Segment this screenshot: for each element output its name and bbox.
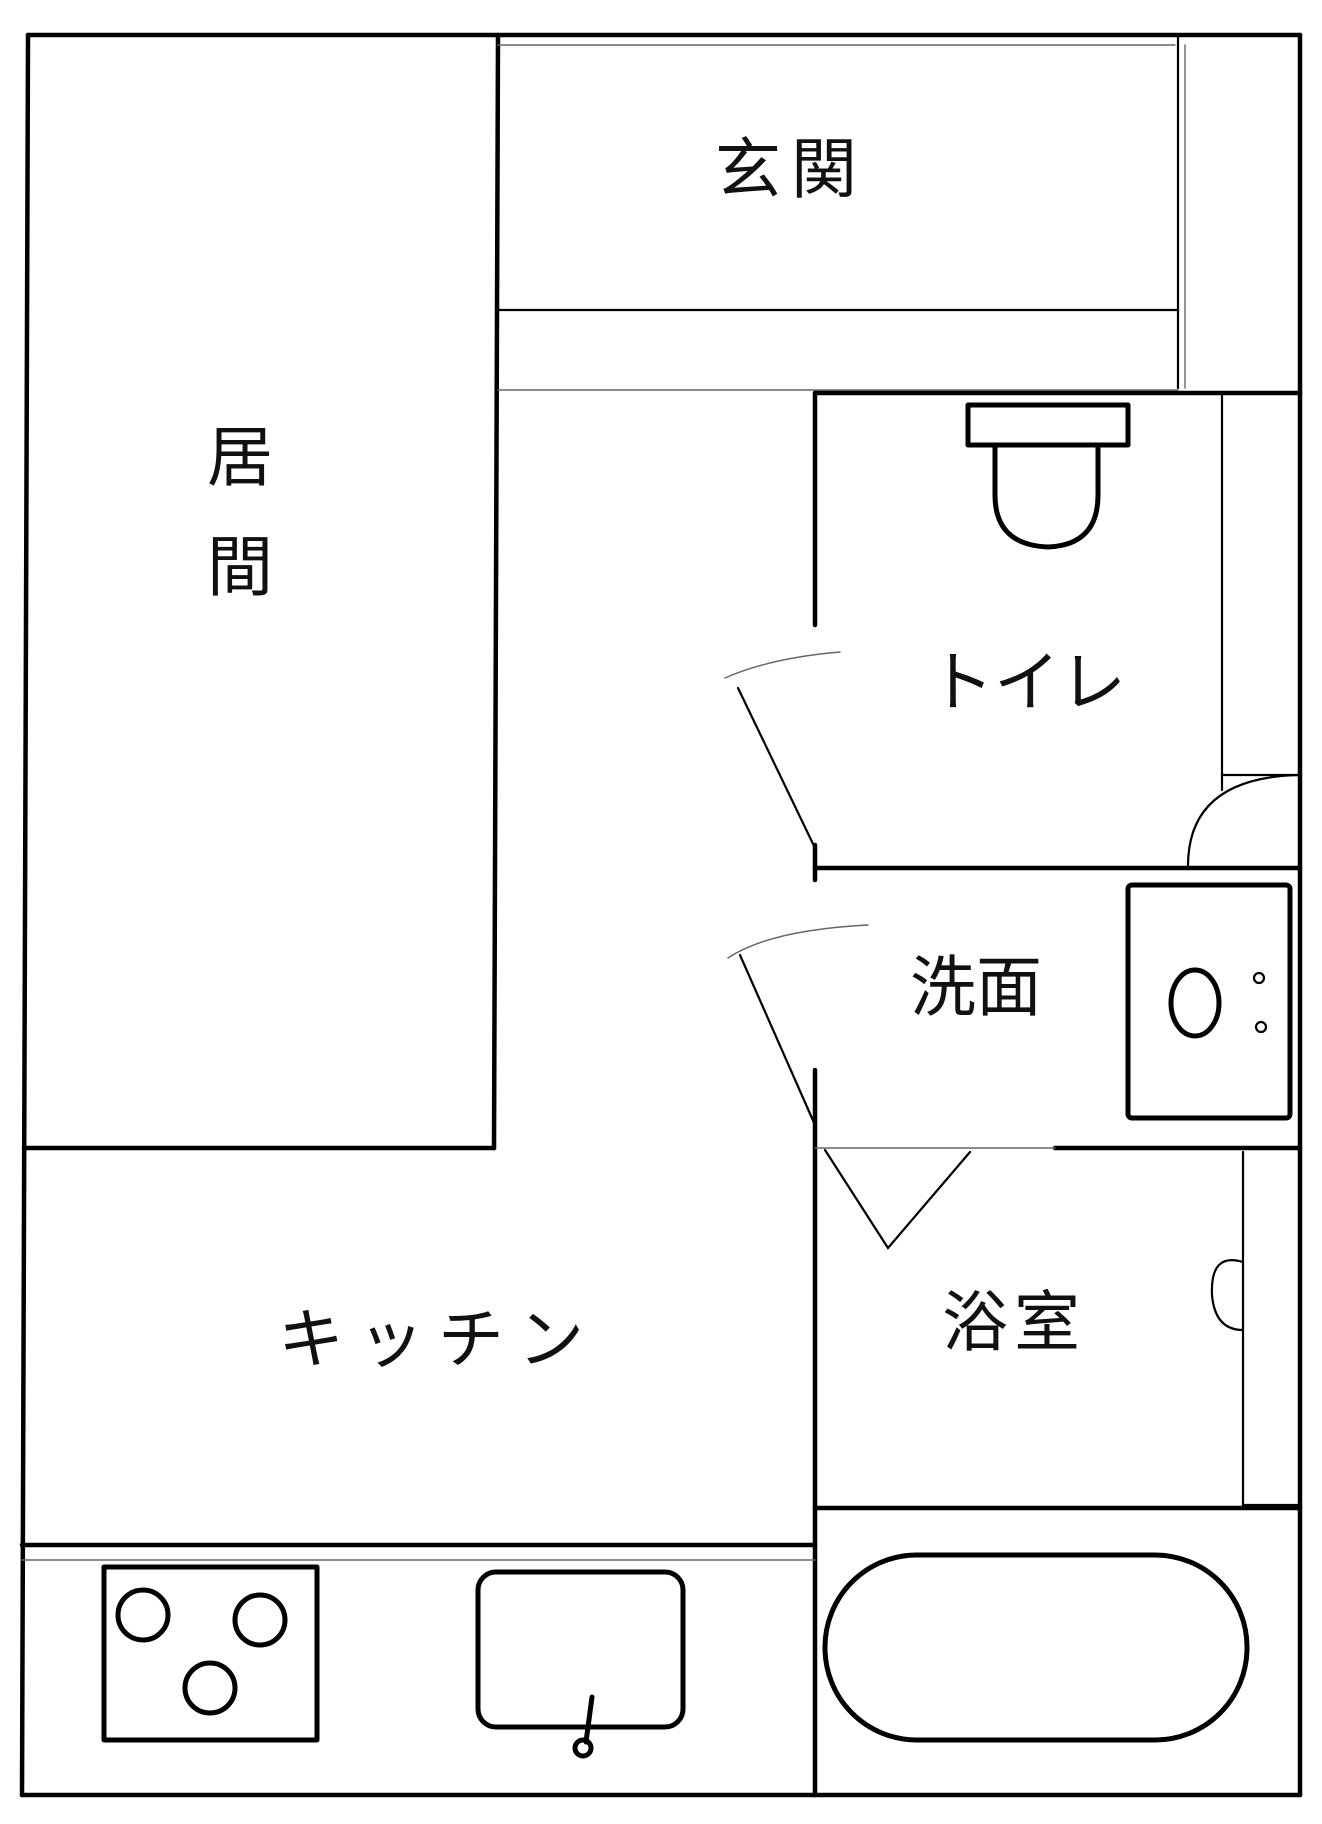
- living-room-right-wall: [491, 32, 501, 1151]
- room-label-genkan: 玄関: [715, 131, 867, 208]
- kitchen-sink-drain: [572, 1737, 594, 1759]
- room-label-toilet: トイレ: [928, 644, 1126, 721]
- bathroom-side-door-swing: [1210, 1259, 1245, 1332]
- bathtub-basin: [822, 1552, 1250, 1743]
- kitchen-sink-faucet: [583, 1694, 595, 1745]
- stove-burner-right: [232, 1592, 288, 1648]
- walls: [19, 32, 1303, 1798]
- three-burner-stove-icon: [101, 1564, 320, 1743]
- wash-basin-tap-1: [1252, 971, 1266, 985]
- stove-burner-front: [182, 1660, 238, 1716]
- wash-basin-tap-2: [1254, 1020, 1268, 1034]
- toilet-tank: [965, 402, 1131, 448]
- washroom-door-swing: [727, 924, 869, 959]
- wash-basin-bowl: [1168, 967, 1222, 1039]
- outer-wall-left: [19, 32, 31, 1798]
- kitchen-sink-icon: [475, 1569, 686, 1759]
- toilet-bowl: [992, 442, 1101, 550]
- fixtures: [101, 402, 1293, 1759]
- room-label-kyoma-1: 居: [207, 419, 273, 496]
- toilet-door-swing: [724, 651, 841, 679]
- room-label-kyoma-2: 間: [207, 529, 273, 606]
- bathtub-icon: [822, 1552, 1250, 1743]
- kitchen-sink-basin: [475, 1569, 686, 1730]
- doors: [724, 651, 1300, 1332]
- room-label-senmen: 洗面: [910, 949, 1042, 1026]
- washroom-door-leaf: [738, 953, 817, 1127]
- wash-basin-icon: [1125, 882, 1293, 1121]
- toilet-door-leaf: [736, 686, 817, 850]
- room-labels: 玄関 居 間 トイレ 洗面 キッチン 浴室: [207, 131, 1126, 1378]
- wash-basin-counter: [1125, 882, 1293, 1121]
- pipe-shaft-door-swing: [1186, 773, 1300, 868]
- stove-burner-left: [115, 1587, 171, 1643]
- room-label-kitchen: キッチン: [278, 1301, 598, 1378]
- room-label-yokushitsu: 浴室: [942, 1284, 1086, 1361]
- bathroom-door-leaf: [823, 1148, 972, 1250]
- stove-body: [101, 1564, 320, 1743]
- toilet-icon: [965, 402, 1131, 550]
